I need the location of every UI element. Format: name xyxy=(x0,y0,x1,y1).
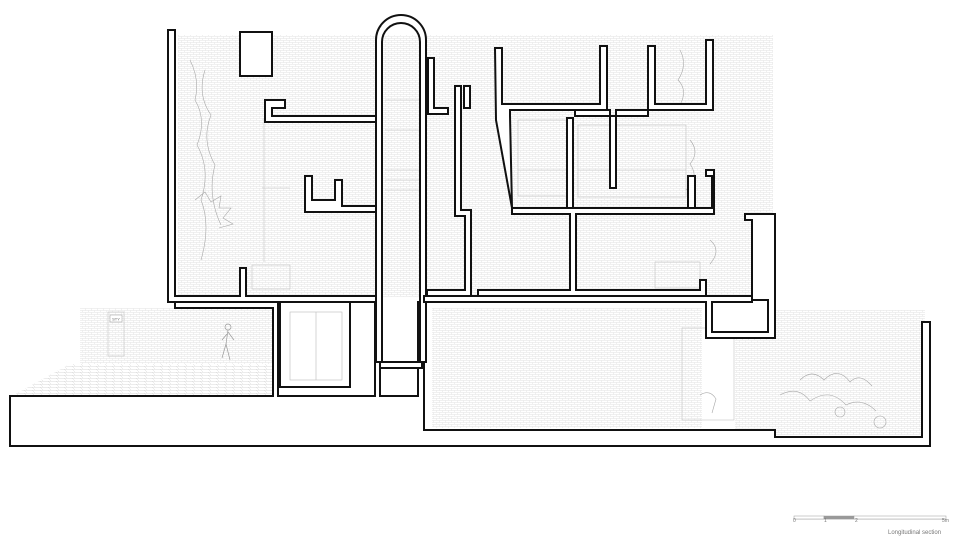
section-cut-walls xyxy=(9,14,931,447)
inner-divider xyxy=(566,117,574,209)
scale-label-5m: 5m xyxy=(942,518,949,524)
right-stepped-wall xyxy=(687,175,696,209)
right-outer-wall xyxy=(423,213,776,339)
drawing-title: Longitudinal section xyxy=(888,530,942,536)
mid-left-slab xyxy=(304,175,379,213)
right-upper-box xyxy=(574,39,714,189)
slanted-wall-2 xyxy=(477,45,715,297)
scale-label-0: 0 xyxy=(793,518,796,524)
person-figure-icon xyxy=(221,323,235,361)
ground-slab xyxy=(9,301,931,447)
shaft-base xyxy=(379,361,423,369)
lower-room-detail xyxy=(289,311,343,381)
scale-label-2: 2 xyxy=(855,518,858,524)
lower-room xyxy=(279,301,351,388)
upper-left-slab xyxy=(264,99,379,123)
scale-label-1: 1 xyxy=(824,518,827,524)
slanted-wall xyxy=(463,85,471,109)
door-sign-icon: STY xyxy=(109,314,123,323)
door-sign-text: STY xyxy=(112,317,120,322)
arched-shaft xyxy=(375,14,427,363)
scale-bar xyxy=(793,515,947,520)
middle-wall xyxy=(427,57,449,115)
top-left-box xyxy=(239,31,273,77)
terrace-floor xyxy=(12,364,272,396)
